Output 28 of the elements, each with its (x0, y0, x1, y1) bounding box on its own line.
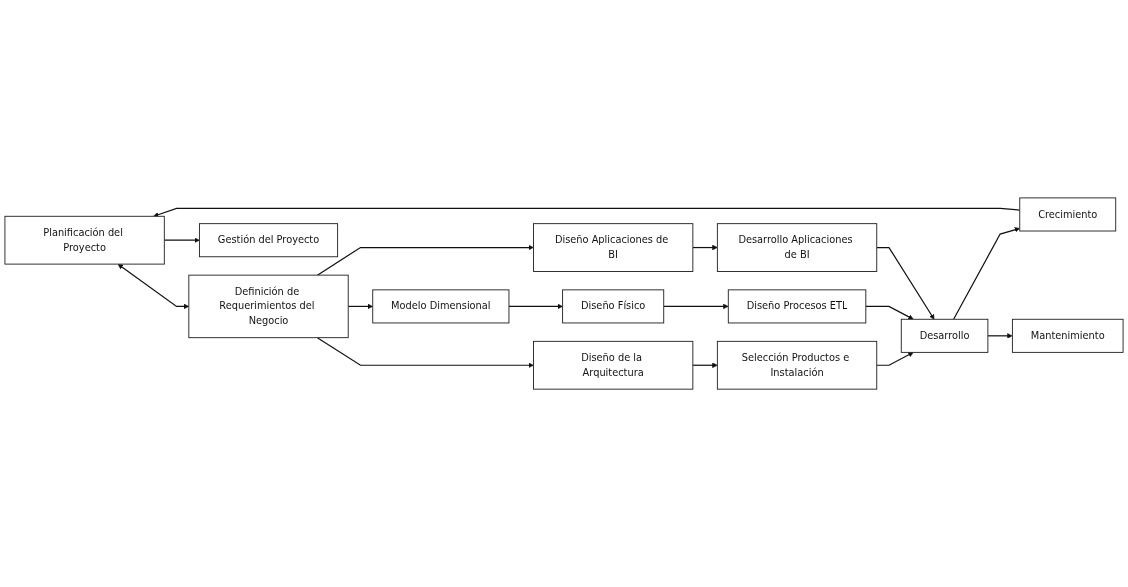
node-box: Desarrollo Aplicaciones de BI (716, 223, 878, 272)
arrow (692, 244, 718, 251)
node-box: Diseño Procesos ETL (727, 289, 867, 324)
arrow (953, 227, 1020, 320)
node-box: Diseño de la Arquitectura (533, 340, 694, 390)
arrow (316, 244, 534, 276)
arrow (316, 337, 534, 368)
node-box: Diseño Físico (562, 289, 665, 324)
arrow (163, 237, 200, 243)
arrow (347, 303, 373, 310)
node-box: Planificación del Proyecto (4, 215, 165, 265)
node-box: Modelo Dimensional (372, 289, 510, 324)
node-box: Selección Productos e Instalación (716, 340, 878, 390)
arrow (865, 305, 914, 320)
arrow (987, 333, 1013, 339)
node-box: Desarrollo (900, 318, 989, 353)
arrow (663, 303, 729, 310)
arrow (508, 303, 563, 310)
arrow (876, 246, 935, 320)
arrow (692, 362, 718, 368)
node-box: Gestión del Proyecto (199, 223, 339, 258)
node-box: Mantenimiento (1011, 318, 1124, 353)
node-box: Definición de Requerimientos del Negocio (188, 274, 349, 339)
node-box: Diseño Aplicaciones de BI (533, 223, 694, 272)
node-box: Crecimiento (1019, 197, 1117, 232)
arrow (153, 207, 1021, 218)
arrow (876, 352, 914, 366)
arrow (117, 263, 190, 310)
